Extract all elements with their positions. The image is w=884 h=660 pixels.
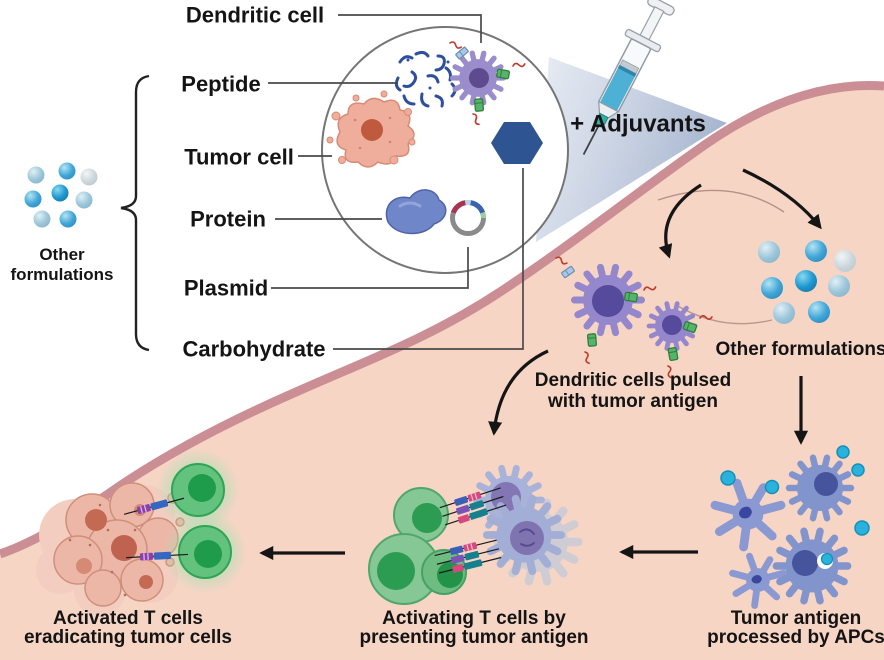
- dendritic-cell-icon: [448, 40, 526, 127]
- activated-t-cells: [171, 463, 232, 579]
- syringe-icon: [582, 0, 675, 155]
- tumor-cell-icon: [326, 90, 416, 168]
- tumor-nuclei: [76, 504, 153, 589]
- tumor-speckles: [68, 503, 152, 597]
- label-tumor-cell: Tumor cell: [184, 144, 294, 170]
- t-cell-activation-cluster: [368, 468, 578, 605]
- tumor-antigen-dots: [720, 445, 870, 536]
- legend-brace: [120, 74, 150, 352]
- vaccine-components-circle: [321, 26, 569, 274]
- tumor-mass: [53, 482, 185, 607]
- label-peptide: Peptide: [181, 71, 261, 97]
- other-formulations-dots-left: [24, 162, 98, 228]
- arrow-to-dendritic-cells: [658, 183, 702, 259]
- other-formulations-dots-right: [758, 240, 856, 324]
- tumor-eradication: [36, 448, 247, 616]
- label-carbohydrate: Carbohydrate: [182, 336, 326, 362]
- apc-cells: [715, 445, 870, 606]
- pulsed-dendritic-cells: [554, 255, 713, 379]
- label-dendritic-cell: Dendritic cell: [185, 2, 325, 28]
- label-adjuvants: + Adjuvants: [570, 110, 706, 138]
- arrow-to-other-formulations: [742, 168, 822, 230]
- plasmid-icon: [450, 199, 486, 236]
- label-protein: Protein: [190, 206, 266, 232]
- skin-crease: [657, 189, 785, 213]
- legend-connectors: [268, 14, 524, 350]
- flow-arrows: [259, 168, 822, 561]
- protein-icon: [385, 189, 447, 235]
- carbohydrate-icon: [491, 122, 543, 164]
- skin-border: [0, 80, 884, 559]
- magnifier-beam: [536, 57, 727, 242]
- arrow-dc-to-tcells: [488, 349, 549, 436]
- label-plasmid: Plasmid: [183, 275, 269, 301]
- peptide-icon: [394, 50, 457, 108]
- label-other-formulations-right: Other formulations: [715, 339, 884, 361]
